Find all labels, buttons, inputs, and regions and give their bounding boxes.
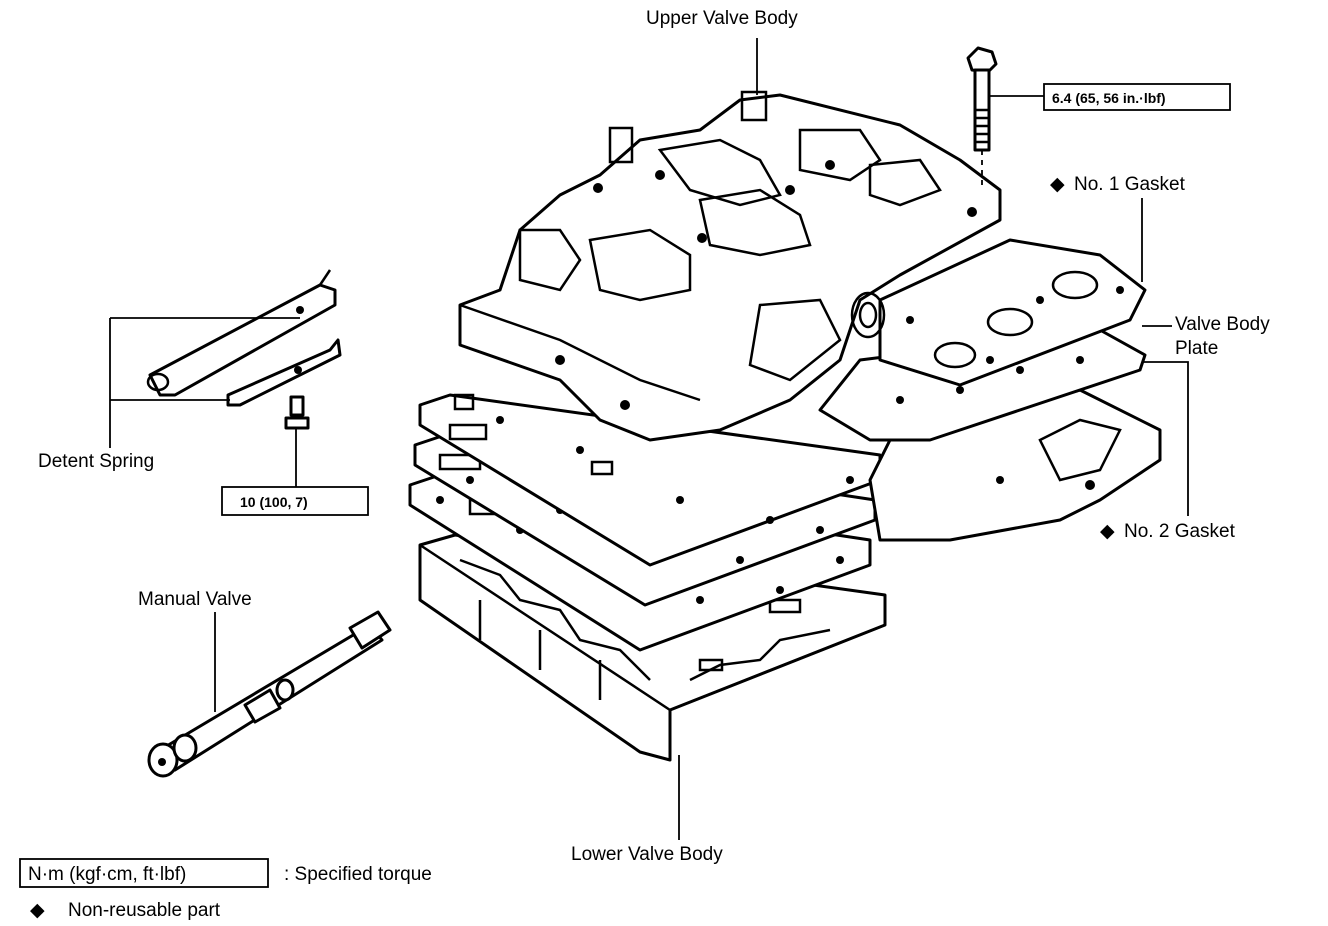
no1-gasket-diamond: ◆ (1050, 174, 1065, 195)
no2-gasket-diamond: ◆ (1100, 521, 1115, 542)
label-no2-gasket: No. 2 Gasket (1124, 521, 1236, 542)
detent-torque-box (221, 486, 369, 516)
legend-torque-box (19, 858, 269, 888)
leader-lines (109, 38, 1189, 840)
legend-torque-unit: N·m (kgf·cm, ft·lbf) (28, 864, 186, 885)
label-detent-spring: Detent Spring (38, 451, 154, 472)
label-bolt-torque: 6.4 (65, 56 in.·lbf) (1052, 90, 1166, 106)
legend-nonreusable-desc: Non-reusable part (68, 900, 221, 921)
label-detent-torque: 10 (100, 7) (240, 494, 308, 510)
legend-torque-desc: : Specified torque (284, 864, 432, 885)
legend-diamond-icon: ◆ (30, 900, 45, 921)
legend: N·m (kgf·cm, ft·lbf) : Specified torque … (19, 858, 432, 921)
label-no1-gasket: No. 1 Gasket (1074, 174, 1186, 195)
detent-spring (146, 269, 342, 407)
manual-valve (147, 610, 392, 778)
label-lower-valve-body: Lower Valve Body (571, 844, 723, 865)
bolt-torque-box (1043, 83, 1231, 111)
label-manual-valve: Manual Valve (138, 589, 252, 610)
label-valve-body-plate-1: Valve Body (1175, 314, 1270, 335)
no1-gasket-right (878, 238, 1147, 387)
detent-bolt (284, 395, 310, 430)
label-upper-valve-body: Upper Valve Body (646, 8, 798, 29)
label-valve-body-plate-2: Plate (1175, 338, 1218, 359)
upper-valve-body (458, 90, 1002, 442)
upper-bolt (966, 46, 998, 185)
